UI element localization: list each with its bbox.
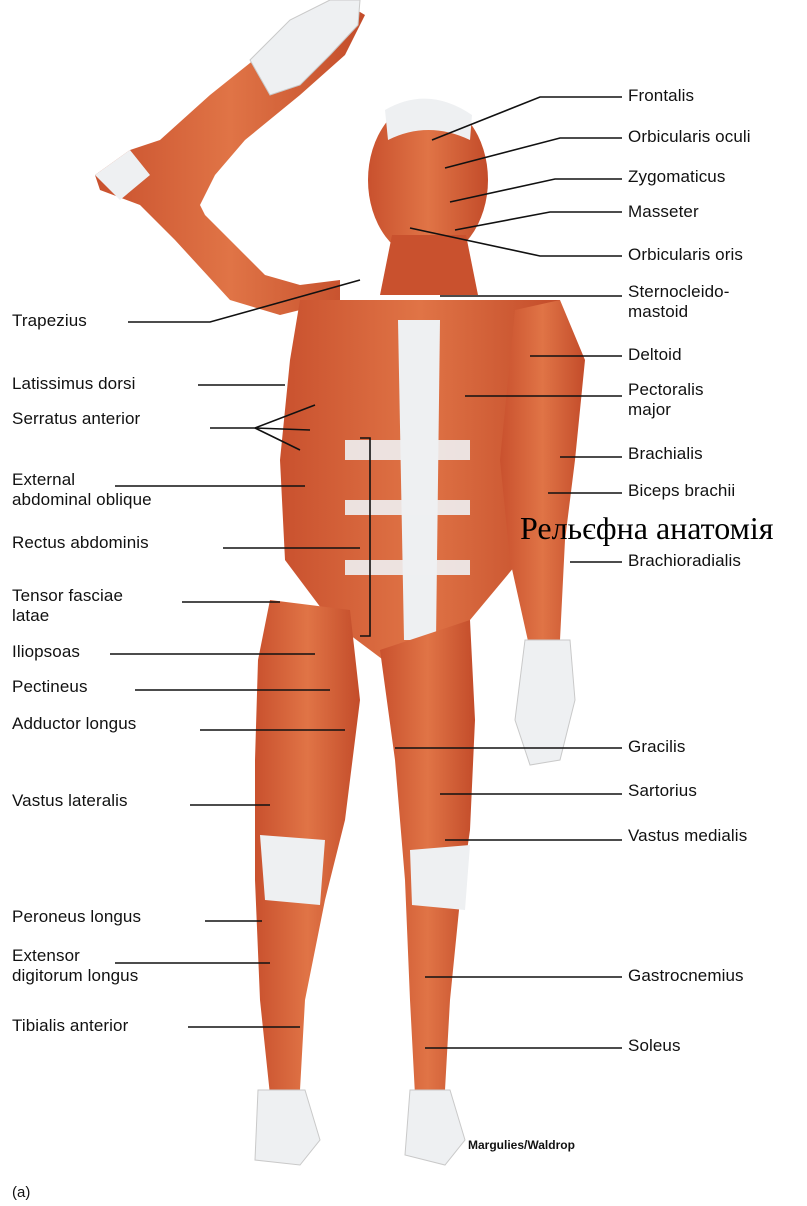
label-orbicularis-oris: Orbicularis oris bbox=[628, 245, 743, 265]
lowered-arm bbox=[500, 300, 585, 650]
label-sartorius: Sartorius bbox=[628, 781, 697, 801]
image-credit: Margulies/Waldrop bbox=[468, 1138, 575, 1152]
label-extensor-digitorum: Extensor digitorum longus bbox=[12, 946, 138, 986]
label-latissimus-dorsi: Latissimus dorsi bbox=[12, 374, 135, 394]
linea-alba bbox=[398, 320, 440, 640]
label-sternocleido: Sternocleido- mastoid bbox=[628, 282, 729, 322]
label-rectus-abdominis: Rectus abdominis bbox=[12, 533, 149, 553]
body-silhouette bbox=[95, 0, 585, 1165]
label-zygomaticus: Zygomaticus bbox=[628, 167, 725, 187]
label-vastus-lateralis: Vastus lateralis bbox=[12, 791, 128, 811]
label-brachialis: Brachialis bbox=[628, 444, 703, 464]
label-serratus-anterior: Serratus anterior bbox=[12, 409, 140, 429]
label-peroneus-longus: Peroneus longus bbox=[12, 907, 141, 927]
label-trapezius: Trapezius bbox=[12, 311, 87, 331]
lowered-hand bbox=[515, 640, 575, 765]
neck bbox=[380, 235, 478, 295]
label-pectineus: Pectineus bbox=[12, 677, 88, 697]
label-gracilis: Gracilis bbox=[628, 737, 685, 757]
feet bbox=[255, 1090, 465, 1165]
label-external-oblique: External abdominal oblique bbox=[12, 470, 152, 510]
label-tensor-fasciae: Tensor fasciae latae bbox=[12, 586, 123, 626]
overlay-caption: Рельєфна анатомія bbox=[520, 508, 773, 548]
panel-label: (a) bbox=[12, 1184, 30, 1201]
label-vastus-medialis: Vastus medialis bbox=[628, 826, 747, 846]
label-masseter: Masseter bbox=[628, 202, 699, 222]
label-adductor-longus: Adductor longus bbox=[12, 714, 136, 734]
label-iliopsoas: Iliopsoas bbox=[12, 642, 80, 662]
label-pectoralis-major: Pectoralis major bbox=[628, 380, 704, 420]
label-biceps-brachii: Biceps brachii bbox=[628, 481, 735, 501]
label-deltoid: Deltoid bbox=[628, 345, 682, 365]
label-soleus: Soleus bbox=[628, 1036, 681, 1056]
label-gastrocnemius: Gastrocnemius bbox=[628, 966, 744, 986]
label-tibialis-anterior: Tibialis anterior bbox=[12, 1016, 128, 1036]
label-brachioradialis: Brachioradialis bbox=[628, 551, 741, 571]
label-orbicularis-oculi: Orbicularis oculi bbox=[628, 127, 751, 147]
label-frontalis: Frontalis bbox=[628, 86, 694, 106]
